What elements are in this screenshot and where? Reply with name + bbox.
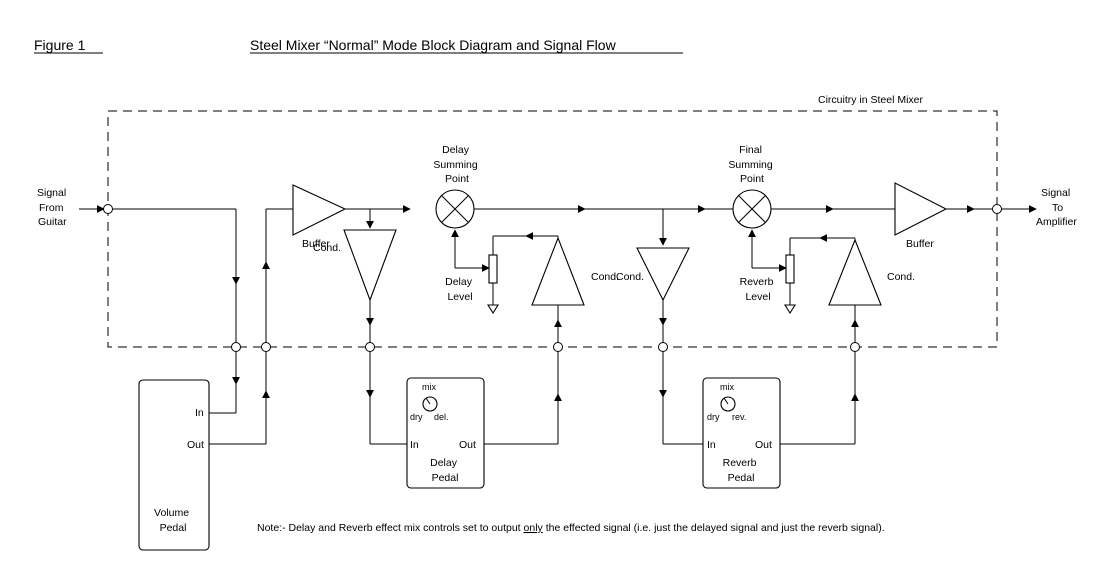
reverb-level-pot [785,254,795,284]
figure-label: Figure 1 [34,37,86,53]
reverb-return-cond-label: Cond. [887,271,915,283]
volume-return-node [261,342,271,352]
delay-mix-wet: del. [434,412,449,422]
delay-pedal-name: Delay Pedal [430,457,460,484]
volume-pedal-name: Volume Pedal [154,507,192,534]
reverb-return-node [850,342,860,352]
delay-mix-knob-pointer [425,397,431,405]
enclosure-label: Circuitry in Steel Mixer [818,94,924,106]
reverb-send-node [658,342,668,352]
reverb-pedal-in: In [707,439,716,451]
delay-send-node [365,342,375,352]
volume-pedal [138,379,210,551]
delay-level-label: Delay Level [445,276,475,303]
reverb-mix-dry: dry [707,412,720,422]
reverb-return-conditioner [828,238,882,306]
output-jack-node [992,204,1002,214]
output-buffer-label: Buffer [906,238,934,250]
reverb-pedal-out: Out [755,439,772,451]
reverb-pedal-name: Reverb Pedal [723,457,760,484]
delay-send-cond-label: Cond. [313,242,341,254]
delay-return-cond-label: Cond. [591,271,619,283]
delay-pedal-out: Out [459,439,476,451]
delay-send-conditioner [343,229,397,302]
delay-return-conditioner [531,236,585,306]
footnote-emphasis: only [524,522,544,534]
reverb-mix-label: mix [720,382,734,392]
delay-pedal-in: In [410,439,419,451]
input-buffer-label: Buffer [302,238,330,250]
output-label: Signal To Amplifier [1036,187,1077,228]
delay-level-pot [488,254,498,284]
reverb-ground-icon [784,304,796,315]
reverb-level-label: Reverb Level [740,276,777,303]
volume-send-node [231,342,241,352]
delay-sum-label: Delay Summing Point [433,144,480,185]
delay-mix-dry: dry [410,412,423,422]
reverb-mix-wet: rev. [732,412,746,422]
volume-pedal-out: Out [187,439,204,451]
volume-pedal-in: In [195,407,204,419]
final-sum-cross-2 [738,195,766,223]
reverb-mix-knob-pointer [723,397,729,405]
input-jack-node [103,204,113,214]
input-buffer [292,184,347,236]
delay-mix-label: mix [422,382,436,392]
delay-sum-cross-2 [441,195,469,223]
delay-return-node [553,342,563,352]
delay-ground-icon [487,304,499,315]
output-buffer [894,182,948,236]
footnote: Note:- Delay and Reverb effect mix contr… [257,522,885,534]
input-label: Signal From Guitar [37,187,69,228]
reverb-send-cond-label: Cond. [616,271,644,283]
final-sum-label: Final Summing Point [728,144,775,185]
mixer-enclosure [107,110,998,348]
diagram-title: Steel Mixer “Normal” Mode Block Diagram … [250,37,617,53]
reverb-send-conditioner [636,247,690,302]
